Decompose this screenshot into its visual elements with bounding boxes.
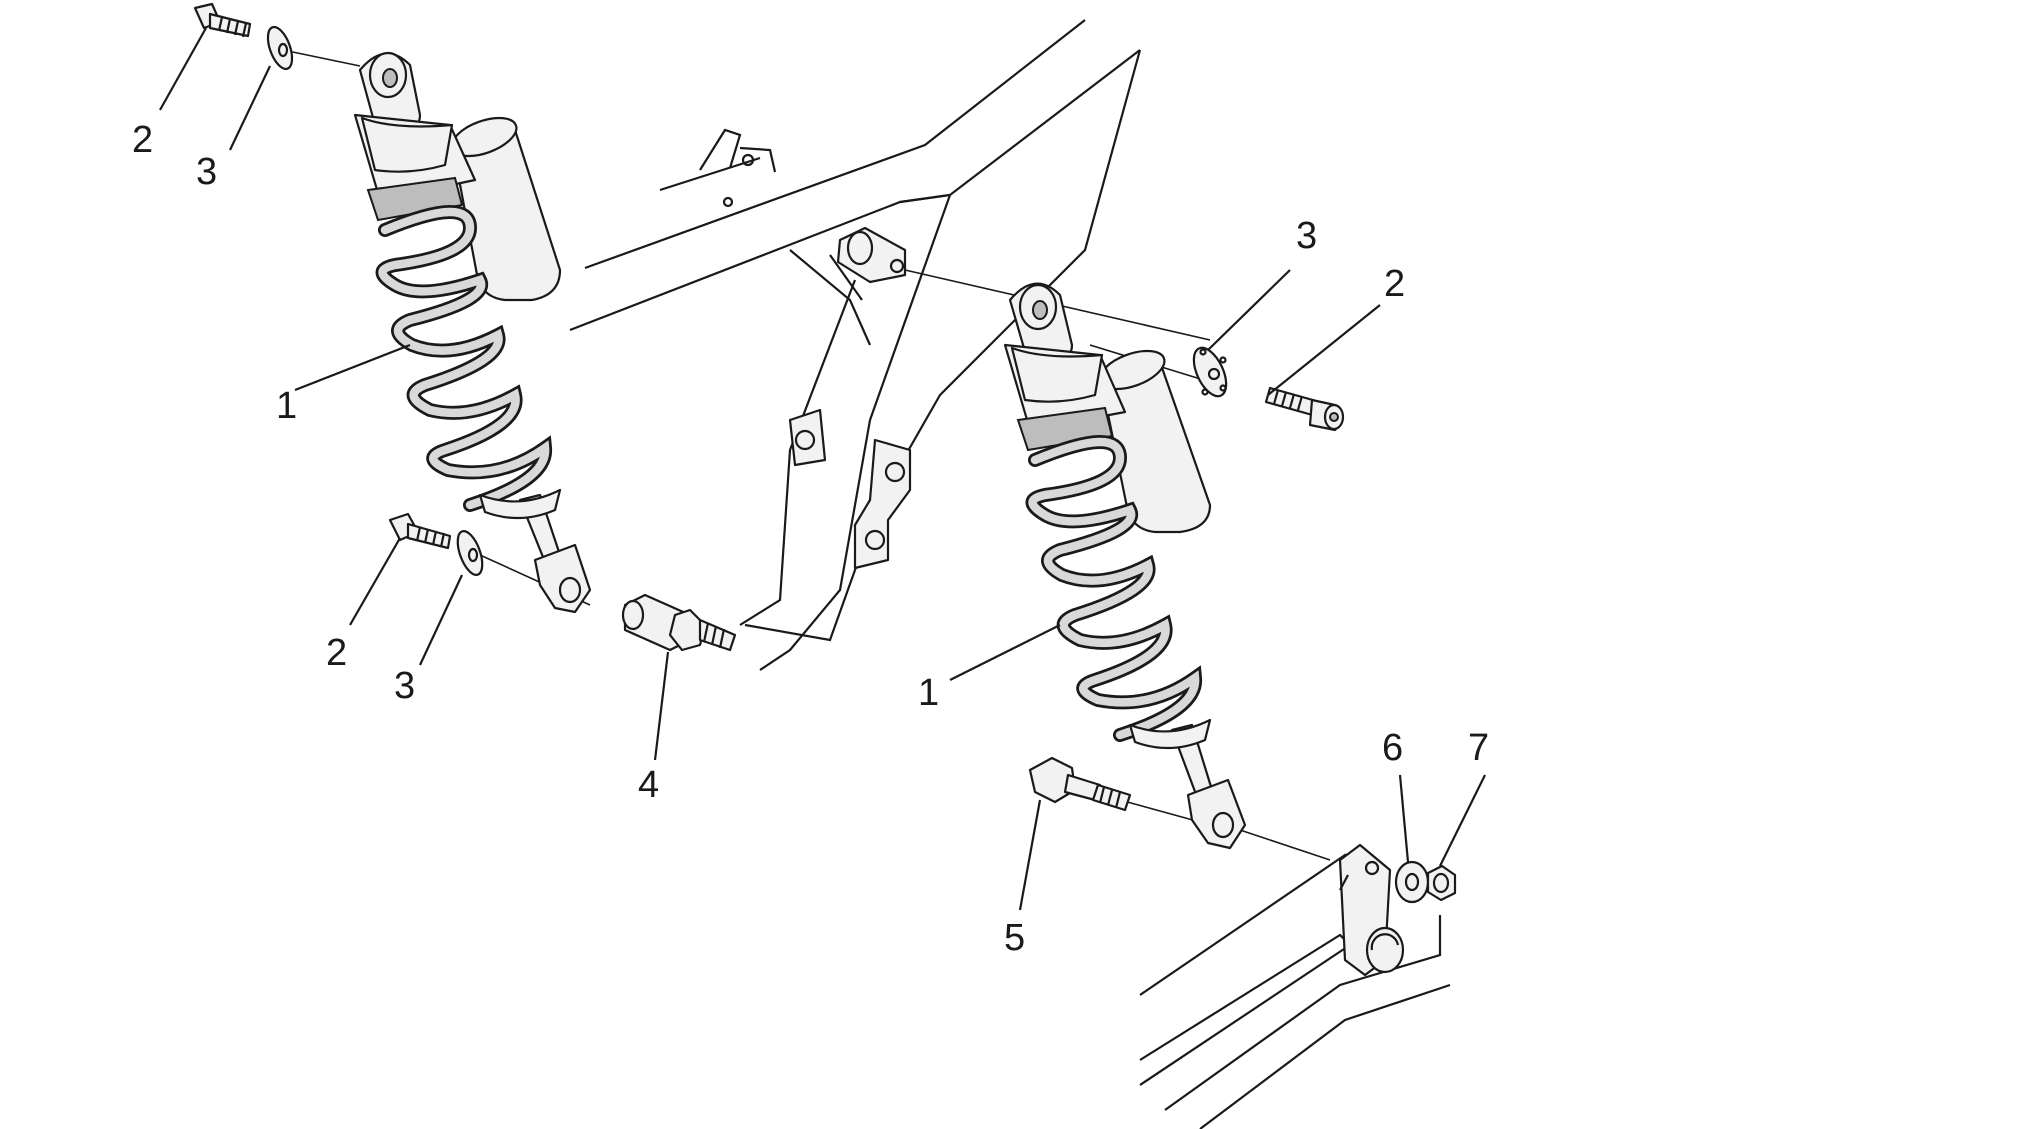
callout-left-bottom-washer: 3 — [394, 665, 415, 707]
callout-right-shock: 1 — [918, 672, 939, 714]
swing-arm — [1139, 843, 1451, 1129]
callout-left-top-washer: 3 — [196, 151, 217, 193]
right-shock-absorber — [1003, 282, 1247, 850]
callout-right-bottom-bolt: 5 — [1004, 917, 1025, 959]
left-shock-absorber — [353, 51, 592, 614]
right-top-bolt — [1264, 386, 1345, 432]
frame-bracket-lower — [853, 438, 912, 570]
motorcycle-frame — [569, 19, 1142, 671]
frame-upper-tube-top — [584, 19, 1086, 270]
left-top-washer — [266, 25, 294, 71]
left-shock-preload-collar — [366, 176, 464, 222]
callout-left-stud: 4 — [638, 764, 659, 806]
right-washer — [1394, 860, 1430, 904]
frame-upper-bracket — [659, 128, 761, 192]
right-shock-spring — [1025, 435, 1203, 742]
callout-right-nut: 7 — [1468, 727, 1489, 769]
left-shock-spring — [375, 205, 553, 512]
callout-right-top-bolt: 2 — [1384, 263, 1405, 305]
right-nut — [1426, 864, 1457, 902]
callout-left-shock: 1 — [276, 385, 297, 427]
left-top-bolt — [193, 2, 252, 38]
callout-labels: 2 3 1 2 3 4 3 2 1 5 6 7 — [132, 119, 1489, 959]
left-stud — [621, 593, 737, 652]
frame-rear-tube-inner — [739, 279, 857, 626]
right-bottom-bolt — [1028, 756, 1132, 812]
left-bottom-bolt — [388, 512, 452, 550]
callout-right-washer: 6 — [1382, 727, 1403, 769]
leader-lines — [159, 27, 1486, 911]
callout-left-bottom-bolt: 2 — [326, 632, 347, 674]
frame-rear-tube-outer — [759, 194, 952, 671]
frame-upper-tube-bottom — [569, 49, 1141, 332]
left-bottom-washer — [456, 530, 484, 576]
callout-left-top-bolt: 2 — [132, 119, 153, 161]
right-top-washer — [1192, 346, 1228, 398]
swingarm-line-1 — [1139, 853, 1352, 996]
left-shock-bottom-eye — [533, 543, 592, 614]
frame-bracket-upper — [788, 408, 827, 467]
callout-right-top-washer: 3 — [1296, 215, 1317, 257]
frame-gusset — [789, 249, 872, 346]
